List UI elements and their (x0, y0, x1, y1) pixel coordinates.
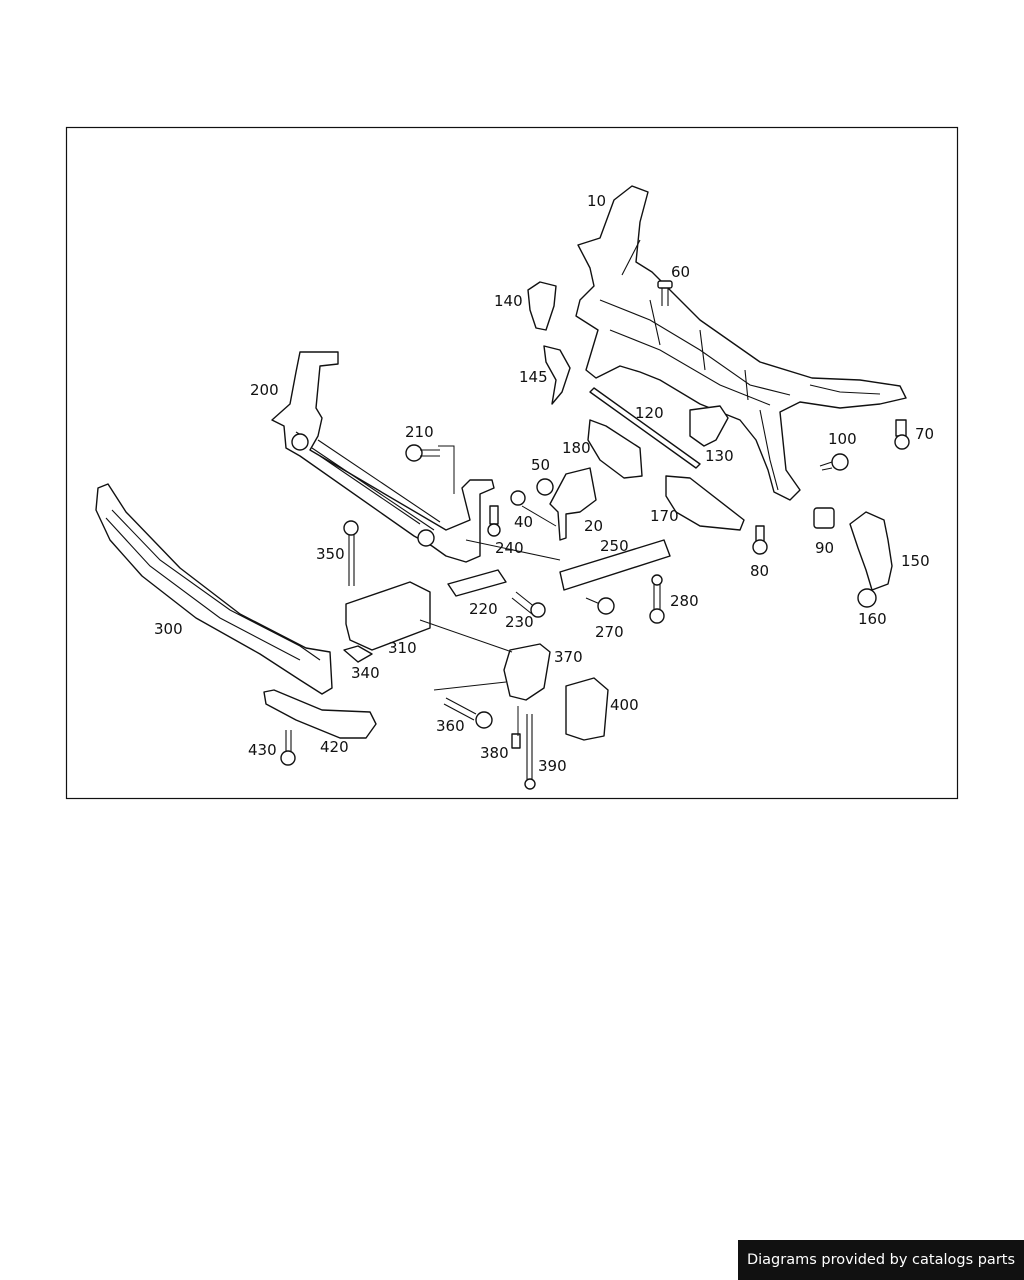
callout-label: 90 (815, 539, 834, 557)
part-400 (565, 677, 609, 741)
callout-label: 350 (316, 545, 345, 563)
callout-label: 145 (519, 368, 548, 386)
callout-label: 10 (587, 192, 606, 210)
part-160 (857, 588, 877, 608)
part-130 (689, 405, 729, 447)
part-170 (665, 475, 745, 531)
fasteners (280, 280, 910, 790)
callout-label: 380 (480, 744, 509, 762)
part-90 (813, 507, 835, 529)
part-180 (587, 419, 643, 479)
callout-label: 60 (671, 263, 690, 281)
credit-banner: Diagrams provided by catalogs parts (738, 1240, 1024, 1280)
callout-label: 370 (554, 648, 583, 666)
callout-label: 150 (901, 552, 930, 570)
part-340 (343, 645, 373, 663)
callout-label: 170 (650, 507, 679, 525)
callout-label: 250 (600, 537, 629, 555)
callout-labels: 10 60 140 145 120 130 70 100 200 210 180… (154, 192, 934, 775)
callout-label: 180 (562, 439, 591, 457)
callout-label: 400 (610, 696, 639, 714)
part-310 (345, 581, 431, 651)
callout-label: 220 (469, 600, 498, 618)
callout-label: 40 (514, 513, 533, 531)
callout-label: 70 (915, 425, 934, 443)
part-140 (527, 281, 557, 331)
callout-label: 200 (250, 381, 279, 399)
callout-label: 280 (670, 592, 699, 610)
callout-label: 100 (828, 430, 857, 448)
part-10-upper-carrier (575, 185, 907, 501)
part-20 (549, 467, 597, 541)
callout-label: 130 (705, 447, 734, 465)
callout-label: 430 (248, 741, 277, 759)
part-120 (589, 387, 701, 469)
callout-label: 340 (351, 664, 380, 682)
diagram-frame (65, 126, 959, 800)
callout-label: 50 (531, 456, 550, 474)
callout-label: 270 (595, 623, 624, 641)
callout-label: 120 (635, 404, 664, 422)
callout-label: 80 (750, 562, 769, 580)
callout-label: 420 (320, 738, 349, 756)
callout-label: 300 (154, 620, 183, 638)
part-200-crossmember (271, 351, 495, 563)
callout-label: 140 (494, 292, 523, 310)
part-250 (559, 539, 671, 591)
part-420 (263, 689, 377, 739)
callout-label: 20 (584, 517, 603, 535)
callout-label: 160 (858, 610, 887, 628)
part-220 (447, 569, 507, 597)
callout-label: 390 (538, 757, 567, 775)
callout-label: 310 (388, 639, 417, 657)
callout-label: 360 (436, 717, 465, 735)
part-150 (849, 511, 893, 591)
part-145 (543, 345, 571, 405)
part-300-bumper-beam (95, 483, 333, 695)
leader-lines (419, 445, 561, 736)
part-370 (503, 643, 551, 701)
callout-label: 240 (495, 539, 524, 557)
callout-label: 210 (405, 423, 434, 441)
callout-label: 230 (505, 613, 534, 631)
